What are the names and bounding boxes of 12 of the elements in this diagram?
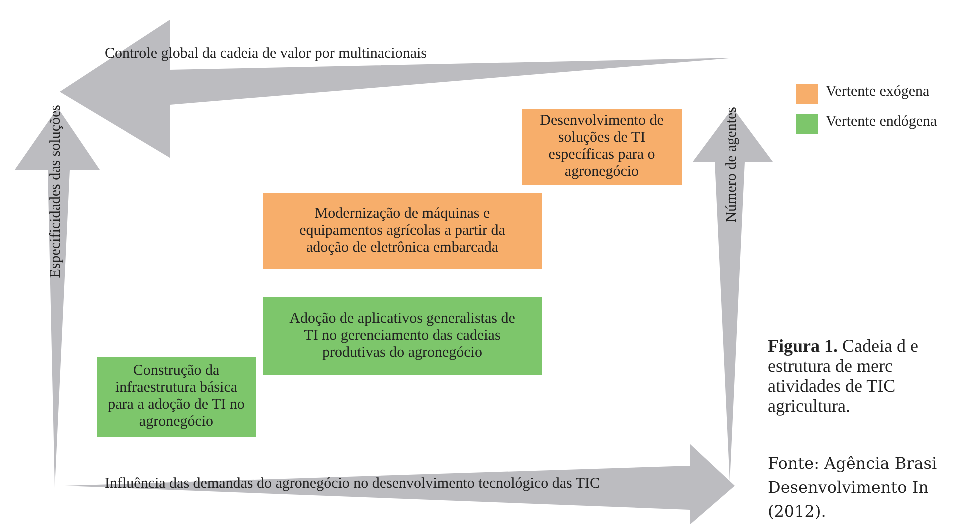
arrow-label: Número de agentes — [724, 107, 741, 223]
arrow-label: Influência das demandas do agronegócio no desenvolvimento tecnológico das TIC — [105, 476, 600, 493]
process-box: Desenvolvimento de soluções de TI específicas para o agronegócio — [522, 109, 682, 185]
arrow-label: Controle global da cadeia de valor por multinacionais — [105, 46, 427, 63]
process-box: Modernização de máquinas e equipamentos agrícolas a partir da adoção de eletrônica embarcada — [263, 193, 542, 269]
legend-label: Vertente endógena — [826, 114, 938, 131]
legend-label: Vertente exógena — [826, 84, 930, 101]
process-box: Construção da infraestrutura básica para a adoção de TI no agronegócio — [97, 357, 256, 437]
source-note: Fonte: Agência Brasi Desenvolvimento In (2012). — [768, 453, 938, 523]
arrow-label: Especificidades das soluções — [48, 105, 65, 278]
figure-caption: Figura 1. Cadeia d e estrutura de merc atividades de TIC agricultura. — [768, 336, 920, 416]
process-box: Adoção de aplicativos generalistas de TI no gerenciamento das cadeias produtivas do agronegócio — [263, 297, 542, 375]
